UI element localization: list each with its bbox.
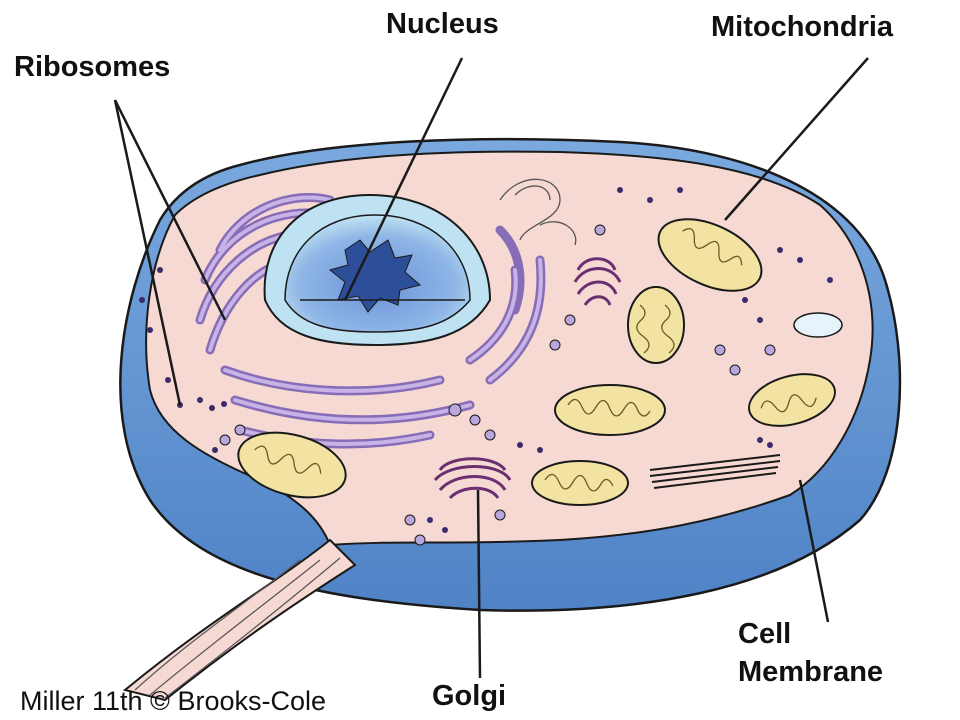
mitochondrion [748, 373, 836, 427]
label-golgi: Golgi [432, 680, 507, 712]
nucleolus [328, 239, 422, 313]
nucleus [263, 193, 492, 347]
golgi-apparatus-2 [573, 257, 622, 306]
golgi-pointer [476, 489, 482, 679]
smooth-er [499, 178, 577, 246]
mitochondrion [237, 431, 347, 499]
label-nucleus: Nucleus [386, 8, 499, 40]
mitochondrion [657, 218, 763, 292]
label-ribosomes: Ribosomes [14, 51, 171, 83]
ribosomes-pointer-b [113, 99, 227, 321]
mitochondria-group [237, 218, 836, 506]
golgi-apparatus [433, 457, 512, 500]
credit-line: Miller 11th © Brooks-Cole [20, 686, 326, 716]
mitochondrion [627, 286, 685, 364]
label-membrane: Membrane [738, 656, 884, 688]
nucleus-pointer [343, 57, 464, 301]
cell-membrane-pointer [798, 479, 830, 623]
label-cell: Cell [738, 618, 792, 650]
cell-tail [122, 538, 357, 702]
ribosomes-pointer-a [113, 99, 182, 406]
vesicles [219, 224, 776, 546]
label-mitochondria: Mitochondria [711, 11, 894, 43]
mitochondrion [554, 384, 666, 436]
cytoskeleton [649, 454, 781, 489]
mitochondrion [531, 460, 629, 506]
vacuole [793, 312, 843, 338]
mitochondria-pointer [724, 57, 869, 221]
pointer-lines [113, 57, 869, 679]
